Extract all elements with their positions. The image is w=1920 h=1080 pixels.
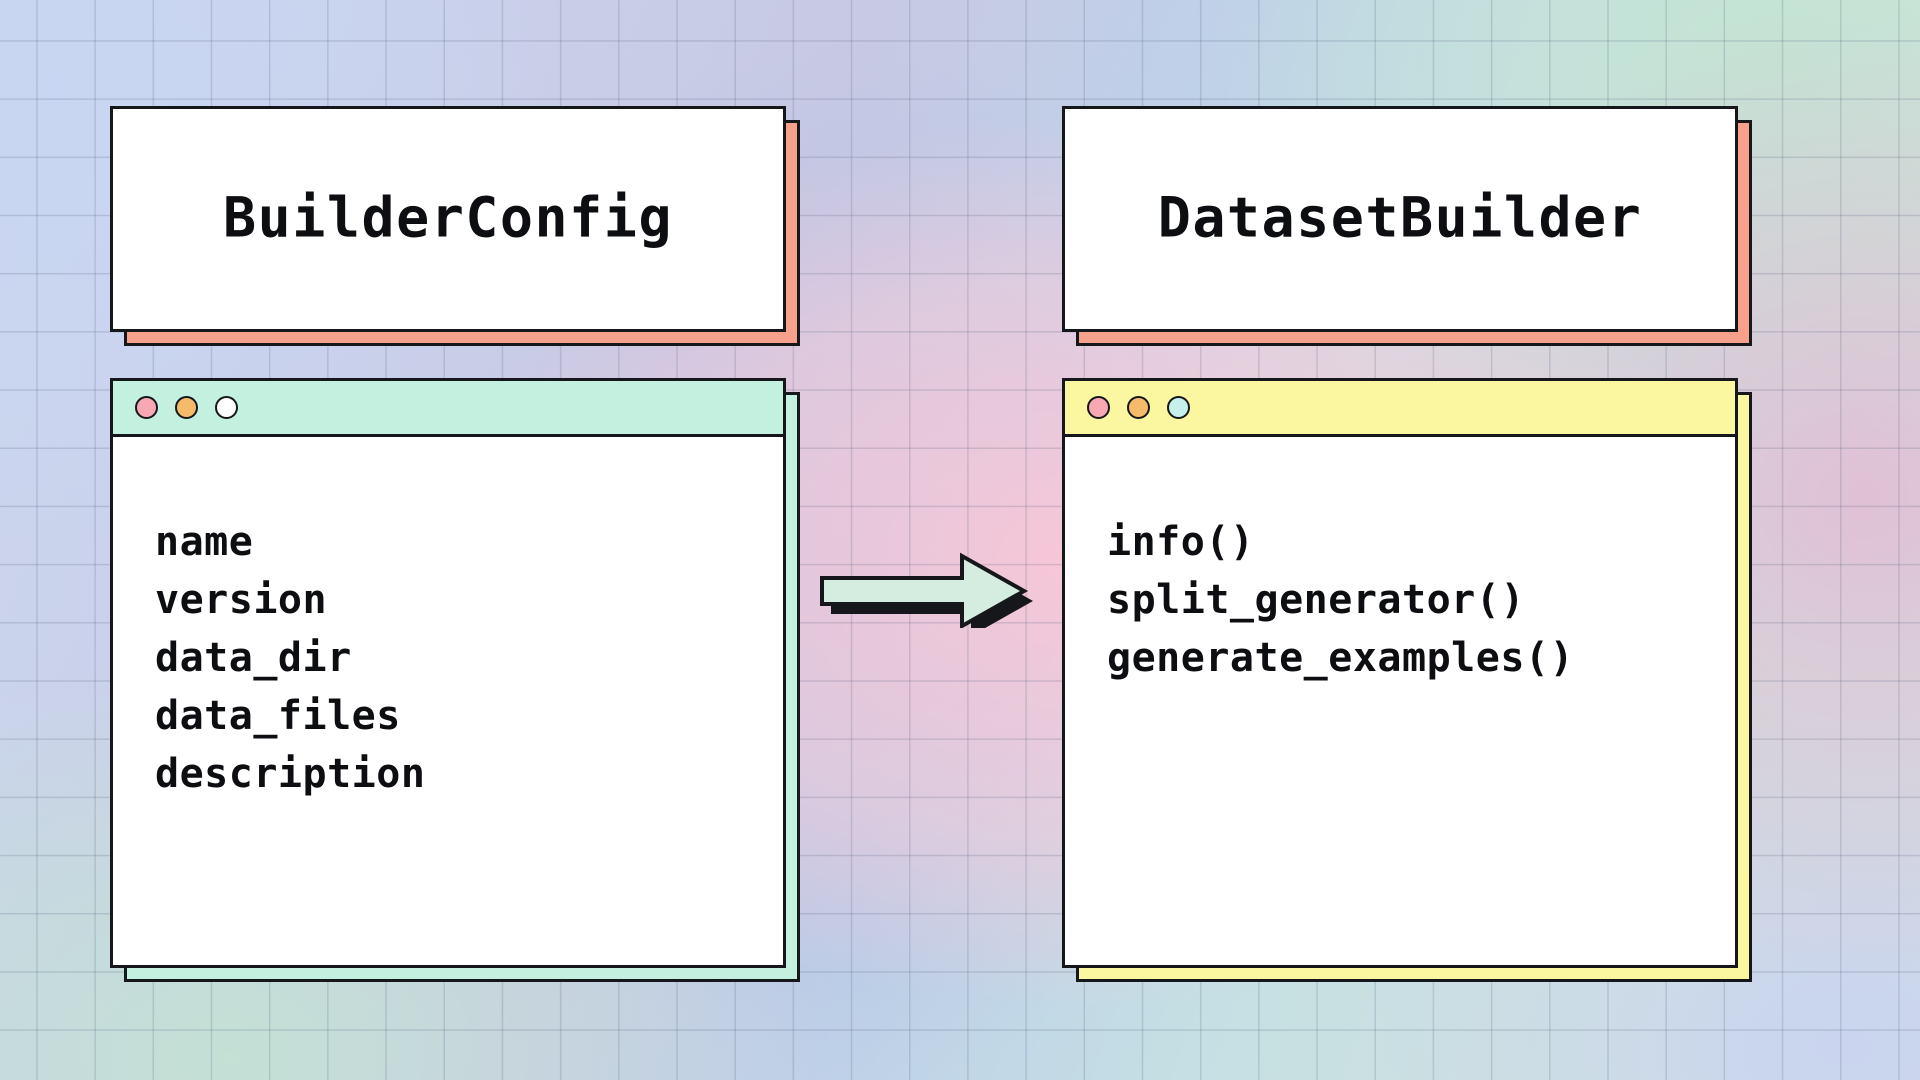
list-item: data_dir bbox=[155, 635, 352, 681]
window-body: info() split_generator() generate_exampl… bbox=[1065, 437, 1735, 965]
builder-config-header-card[interactable]: BuilderConfig bbox=[110, 106, 800, 346]
header-card-face: DatasetBuilder bbox=[1062, 106, 1738, 332]
list-item: name bbox=[155, 519, 254, 565]
window-body: name version data_dir data_files descrip… bbox=[113, 437, 783, 965]
list-item: split_generator() bbox=[1107, 577, 1525, 623]
dataset-builder-window[interactable]: info() split_generator() generate_exampl… bbox=[1062, 378, 1752, 982]
dot-maximize-icon[interactable] bbox=[1167, 396, 1190, 419]
list-item: description bbox=[155, 751, 426, 797]
list-item: info() bbox=[1107, 519, 1255, 565]
window-titlebar[interactable] bbox=[1065, 381, 1735, 437]
dot-minimize-icon[interactable] bbox=[175, 396, 198, 419]
list-item: version bbox=[155, 577, 328, 623]
list-item: generate_examples() bbox=[1107, 635, 1575, 681]
dataset-builder-header-card[interactable]: DatasetBuilder bbox=[1062, 106, 1752, 346]
header-card-face: BuilderConfig bbox=[110, 106, 786, 332]
window-titlebar[interactable] bbox=[113, 381, 783, 437]
dot-minimize-icon[interactable] bbox=[1127, 396, 1150, 419]
dot-maximize-icon[interactable] bbox=[215, 396, 238, 419]
dataset-builder-title: DatasetBuilder bbox=[1157, 185, 1643, 250]
window-face: name version data_dir data_files descrip… bbox=[110, 378, 786, 968]
window-face: info() split_generator() generate_exampl… bbox=[1062, 378, 1738, 968]
dot-close-icon[interactable] bbox=[135, 396, 158, 419]
builder-config-member-list: name version data_dir data_files descrip… bbox=[155, 513, 783, 803]
builder-config-window[interactable]: name version data_dir data_files descrip… bbox=[110, 378, 800, 982]
dataset-builder-member-list: info() split_generator() generate_exampl… bbox=[1107, 513, 1735, 687]
builder-config-title: BuilderConfig bbox=[223, 185, 673, 250]
dot-close-icon[interactable] bbox=[1087, 396, 1110, 419]
list-item: data_files bbox=[155, 693, 401, 739]
